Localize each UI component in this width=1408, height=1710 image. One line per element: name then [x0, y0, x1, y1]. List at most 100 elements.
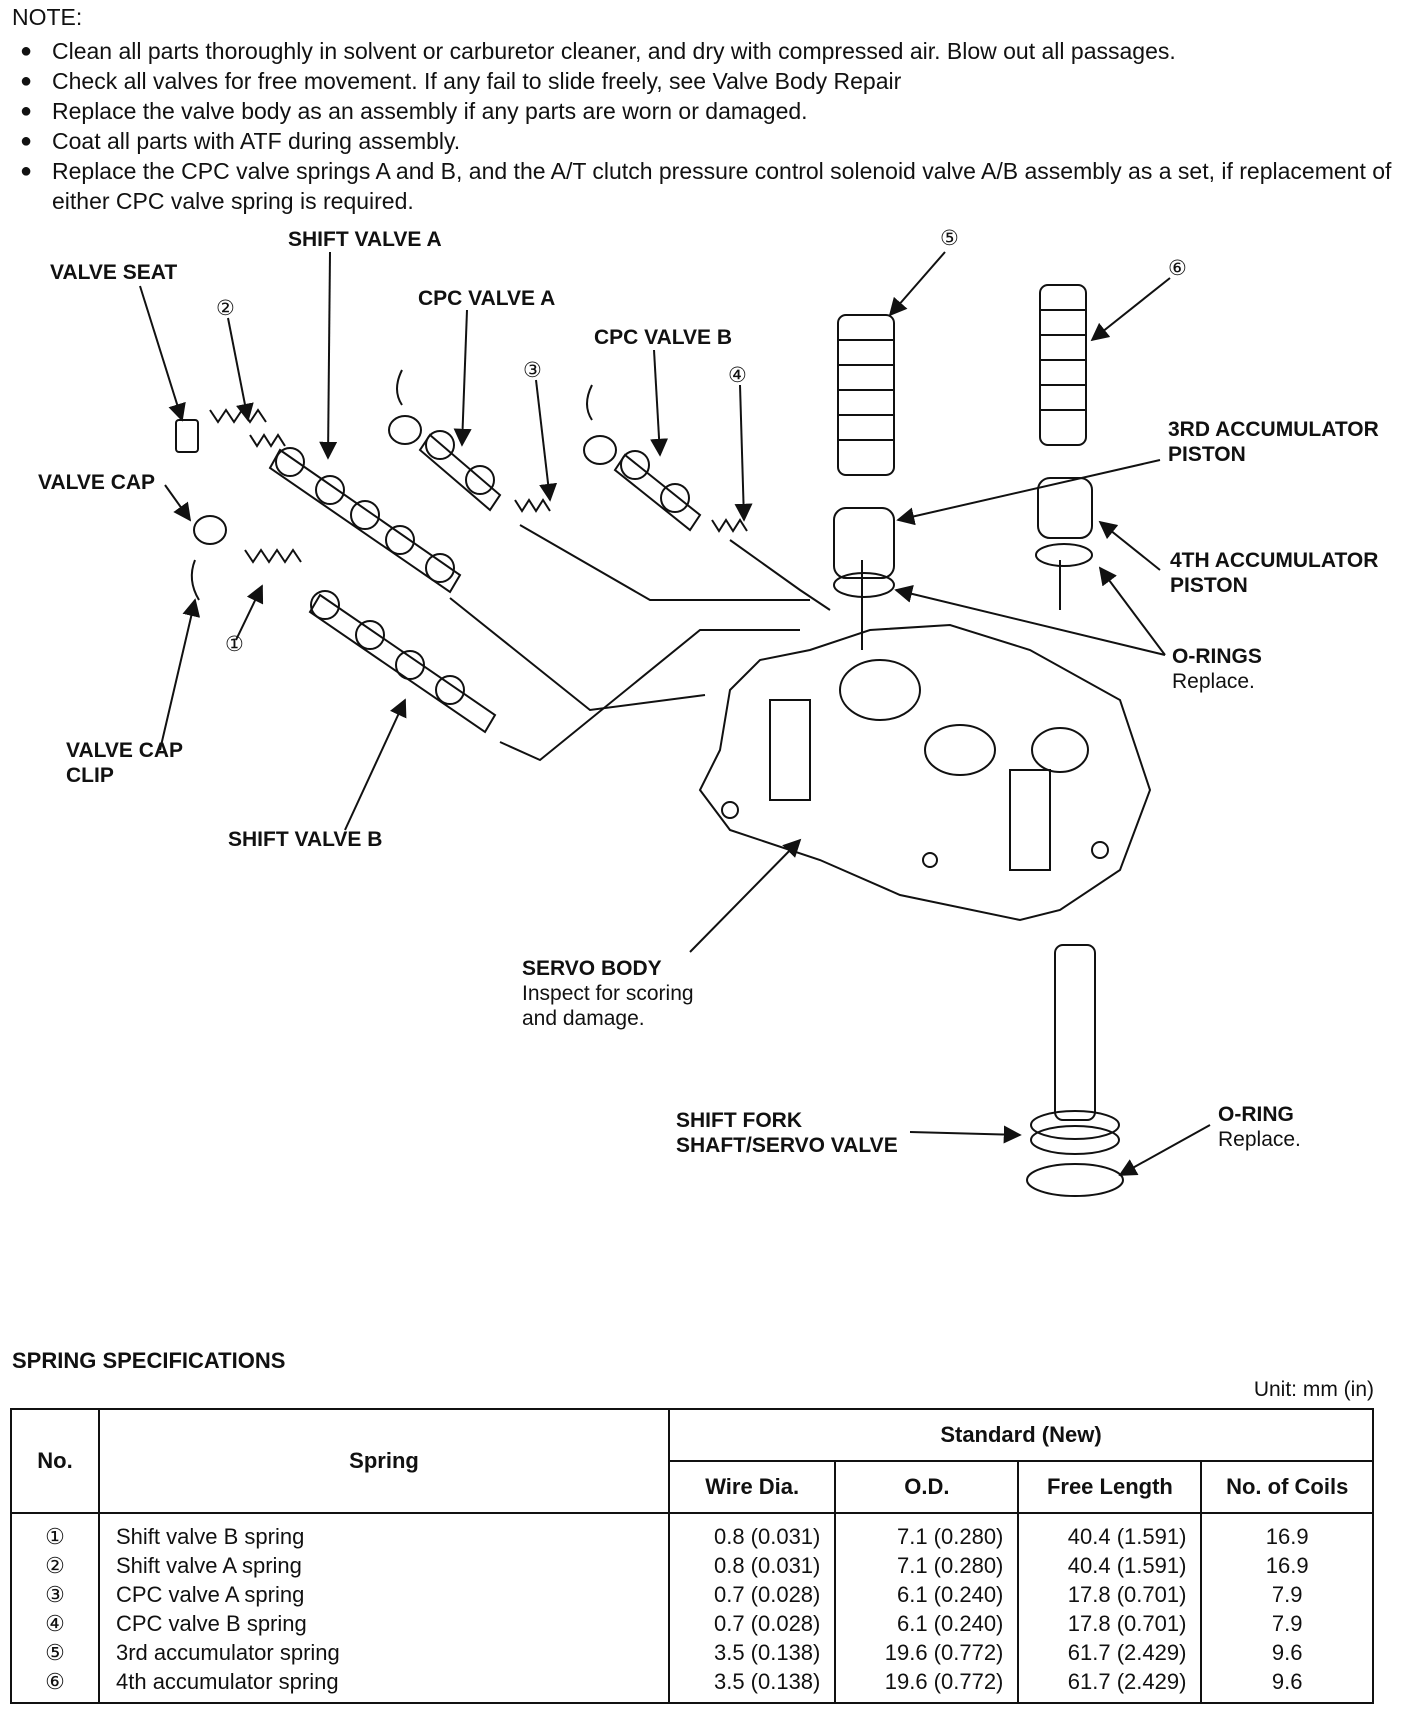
callout-4: ④	[728, 364, 747, 387]
label-oring-note: Replace.	[1218, 1128, 1301, 1151]
header-free-length: Free Length	[1017, 1460, 1203, 1514]
label-servo-body: SERVO BODY Inspect for scoring and damag…	[522, 956, 694, 1031]
table-row: ⑤ 3rd accumulator spring 3.5 (0.138) 19.…	[10, 1638, 1374, 1667]
cell-wire: 0.8 (0.031)	[667, 1513, 837, 1551]
note-item: ● Clean all parts thoroughly in solvent o…	[12, 36, 1392, 66]
label-servo-body-note1: Inspect for scoring	[522, 982, 694, 1005]
cell-od: 7.1 (0.280)	[834, 1513, 1020, 1551]
cell-free-length: 61.7 (2.429)	[1017, 1638, 1203, 1667]
label-4th-accumulator-piston: 4TH ACCUMULATOR PISTON	[1170, 548, 1378, 598]
cell-od: 7.1 (0.280)	[834, 1551, 1020, 1580]
spring-1-part	[244, 548, 302, 564]
cpc-valve-a-part	[388, 369, 502, 512]
spec-title: SPRING SPECIFICATIONS	[12, 1348, 286, 1373]
cell-no: ③	[10, 1580, 100, 1609]
label-4th-accumulator-line2: PISTON	[1170, 574, 1248, 597]
cell-wire: 0.7 (0.028)	[667, 1580, 837, 1609]
shift-valve-b-part	[308, 590, 497, 734]
callout-5: ⑤	[940, 227, 959, 250]
guide-line-shift-a	[449, 597, 706, 712]
spring-6-part	[1039, 284, 1087, 446]
header-spring: Spring	[98, 1408, 670, 1514]
diagram-artwork	[139, 251, 1211, 1197]
cell-wire: 3.5 (0.138)	[667, 1667, 837, 1704]
cell-od: 6.1 (0.240)	[834, 1580, 1020, 1609]
cell-od: 19.6 (0.772)	[834, 1638, 1020, 1667]
leader-orings-a	[894, 585, 1166, 656]
note-section: NOTE: ●Clean all parts thoroughly in sol…	[12, 2, 1392, 216]
spec-unit: Unit: mm (in)	[1253, 1378, 1374, 1401]
callout-2: ②	[216, 297, 235, 320]
cell-no: ①	[10, 1513, 100, 1551]
leader-spring-2	[227, 317, 254, 422]
header-od: O.D.	[834, 1460, 1020, 1514]
3rd-oring-part	[833, 572, 895, 598]
label-oring-title: O-RING	[1218, 1103, 1294, 1126]
header-no: No.	[10, 1408, 100, 1514]
note-item: ●Replace the CPC valve springs A and B, …	[12, 156, 1392, 216]
cell-coils: 9.6	[1200, 1638, 1374, 1667]
cpc-valve-b-part	[583, 384, 702, 532]
leader-spring-5	[888, 251, 946, 317]
leader-cpc-valve-b	[650, 349, 669, 457]
shift-fork-shaft-part	[1030, 944, 1120, 1155]
leader-shift-valve-b	[344, 698, 407, 831]
3rd-piston-part	[833, 507, 895, 579]
4th-oring-part	[1035, 543, 1093, 567]
valve-cap-clip-part	[190, 559, 200, 601]
leader-valve-cap-clip	[159, 598, 201, 751]
note-text: Check all valves for free movement. If a…	[52, 68, 902, 94]
callout-3: ③	[523, 359, 542, 382]
cell-coils: 7.9	[1200, 1609, 1374, 1638]
guide-line-cpc-a	[519, 524, 810, 601]
cell-no: ⑤	[10, 1638, 100, 1667]
bullet-icon: ●	[20, 40, 33, 62]
valve-cap-part	[193, 515, 227, 545]
cell-free-length: 61.7 (2.429)	[1017, 1667, 1203, 1704]
header-coils: No. of Coils	[1200, 1460, 1374, 1514]
note-text: Replace the CPC valve springs A and B, a…	[52, 158, 1392, 214]
leader-valve-cap	[164, 484, 192, 522]
label-3rd-accumulator-piston: 3RD ACCUMULATOR PISTON	[1168, 417, 1379, 467]
note-text: Clean all parts thoroughly in solvent or…	[52, 38, 1176, 64]
label-valve-cap-clip-line1: VALVE CAP	[66, 739, 184, 762]
cell-no: ②	[10, 1551, 100, 1580]
cell-coils: 16.9	[1200, 1551, 1374, 1580]
cell-spring: Shift valve B spring	[98, 1513, 670, 1551]
cell-wire: 0.8 (0.031)	[667, 1551, 837, 1580]
leader-spring-4	[734, 384, 753, 522]
table-row: ④ CPC valve B spring 0.7 (0.028) 6.1 (0.…	[10, 1609, 1374, 1638]
cell-wire: 3.5 (0.138)	[667, 1638, 837, 1667]
label-oring: O-RING Replace.	[1218, 1102, 1301, 1152]
label-orings: O-RINGS Replace.	[1172, 644, 1262, 694]
label-valve-seat: VALVE SEAT	[50, 261, 178, 284]
leader-oring	[1118, 1124, 1211, 1176]
leader-4th-piston	[1098, 520, 1161, 571]
table-row: ⑥ 4th accumulator spring 3.5 (0.138) 19.…	[10, 1667, 1374, 1704]
spring-5-part	[837, 314, 895, 476]
shift-valve-a-part	[268, 447, 462, 594]
cell-spring: 3rd accumulator spring	[98, 1638, 670, 1667]
spring-3-part	[514, 498, 551, 513]
guide-line-cpc-b	[729, 539, 831, 611]
cell-coils: 7.9	[1200, 1580, 1374, 1609]
header-standard: Standard (New)	[668, 1408, 1374, 1462]
cell-spring: CPC valve A spring	[98, 1580, 670, 1609]
cell-coils: 16.9	[1200, 1513, 1374, 1551]
leader-shift-fork	[909, 1125, 1022, 1144]
label-valve-cap-clip-line2: CLIP	[66, 764, 114, 787]
leader-spring-3	[535, 379, 558, 502]
bullet-icon: ●	[20, 100, 33, 122]
label-orings-note: Replace.	[1172, 670, 1255, 693]
spring-spec-table: No. Spring Standard (New) Wire Dia. O.D.…	[10, 1408, 1374, 1704]
note-item: ●Check all valves for free movement. If …	[12, 66, 1392, 96]
label-servo-body-note2: and damage.	[522, 1007, 645, 1030]
cell-spring: Shift valve A spring	[98, 1551, 670, 1580]
cell-free-length: 17.8 (0.701)	[1017, 1609, 1203, 1638]
leader-valve-seat	[139, 285, 186, 422]
note-text: Replace the valve body as an assembly if…	[52, 98, 808, 124]
label-shift-fork-line1: SHIFT FORK	[676, 1109, 802, 1132]
leader-3rd-piston	[896, 459, 1161, 526]
exploded-diagram: SHIFT VALVE A VALVE SEAT CPC VALVE A CPC…	[0, 227, 1408, 1330]
cell-od: 19.6 (0.772)	[834, 1667, 1020, 1704]
